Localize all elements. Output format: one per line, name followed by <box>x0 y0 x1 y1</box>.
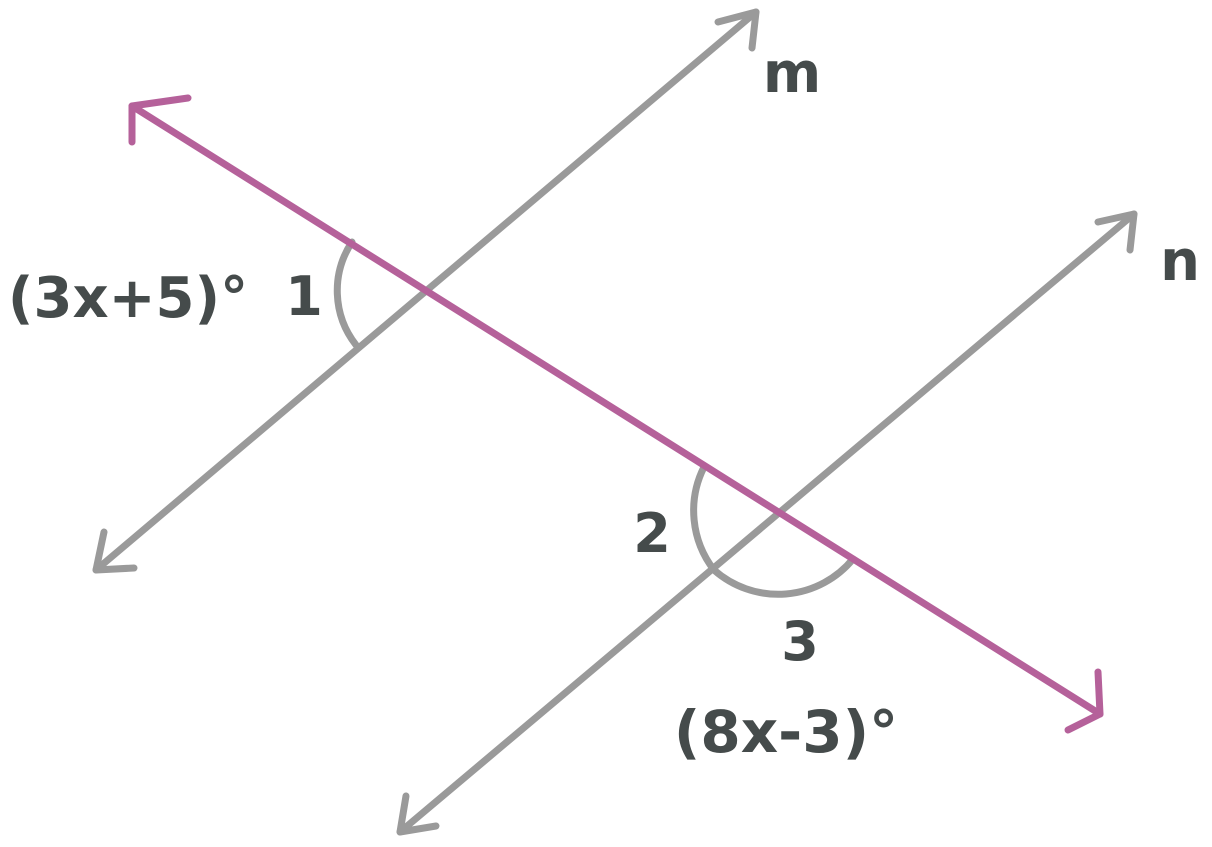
angle-1-arc <box>333 238 360 349</box>
transversal-line <box>128 94 1104 734</box>
angle-1-expression: (3x+5)° <box>8 266 248 331</box>
line-n <box>396 210 1138 836</box>
transversal-arrowhead-bottom <box>1064 668 1104 734</box>
line-n-label: n <box>1160 229 1200 294</box>
transversal-arrowhead-top <box>128 94 192 146</box>
angle-2-arc <box>690 463 718 574</box>
angle-2-label: 2 <box>633 502 671 565</box>
line-n-arrowhead-top <box>1094 210 1138 254</box>
line-m-label: m <box>763 41 821 106</box>
angle-1-label: 1 <box>285 265 323 328</box>
angle-3-expression: (8x-3)° <box>674 698 898 766</box>
line-m-arrowhead-top <box>714 8 760 52</box>
line-m-arrowhead-bottom <box>92 528 138 574</box>
line-n-arrowhead-bottom <box>396 792 440 836</box>
angle-3-label: 3 <box>781 610 819 673</box>
angle-3-arc <box>710 555 857 598</box>
